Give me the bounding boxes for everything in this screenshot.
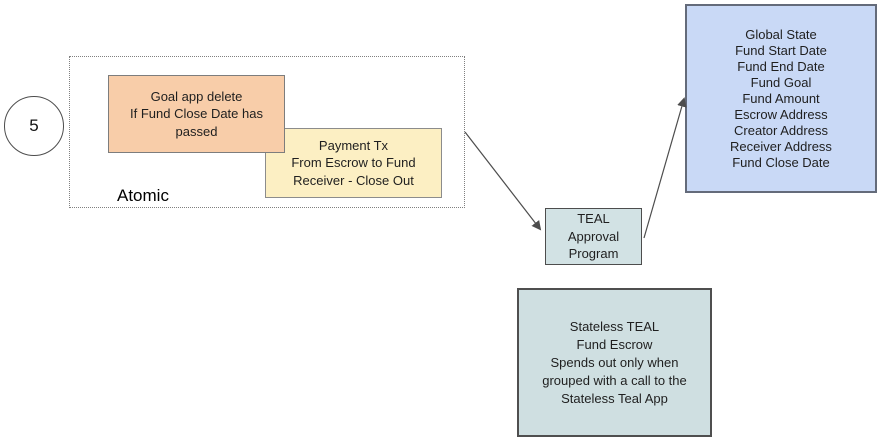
payment-tx-text: Payment Tx From Escrow to Fund Receiver … <box>291 137 416 188</box>
global-state-text: Global State Fund Start Date Fund End Da… <box>730 26 832 170</box>
global-state-box: Global State Fund Start Date Fund End Da… <box>685 4 877 193</box>
stateless-teal-escrow-box: Stateless TEAL Fund Escrow Spends out on… <box>517 288 712 437</box>
atomic-group-frame: Atomic <box>69 56 465 208</box>
teal-approval-program-box: TEAL Approval Program <box>545 208 642 265</box>
arrow-atomic-to-teal-approval <box>464 131 542 231</box>
payment-tx-box: Payment Tx From Escrow to Fund Receiver … <box>265 128 442 198</box>
atomic-group-label: Atomic <box>117 186 169 205</box>
step-number-label: 5 <box>29 116 39 135</box>
stateless-teal-escrow-text: Stateless TEAL Fund Escrow Spends out on… <box>542 318 687 406</box>
step-number-badge: 5 <box>4 96 64 156</box>
teal-approval-program-text: TEAL Approval Program <box>567 211 620 262</box>
goal-app-delete-box: Goal app delete If Fund Close Date has p… <box>108 75 285 153</box>
arrow-teal-approval-to-global-state <box>643 97 687 239</box>
goal-app-delete-text: Goal app delete If Fund Close Date has p… <box>130 88 263 139</box>
